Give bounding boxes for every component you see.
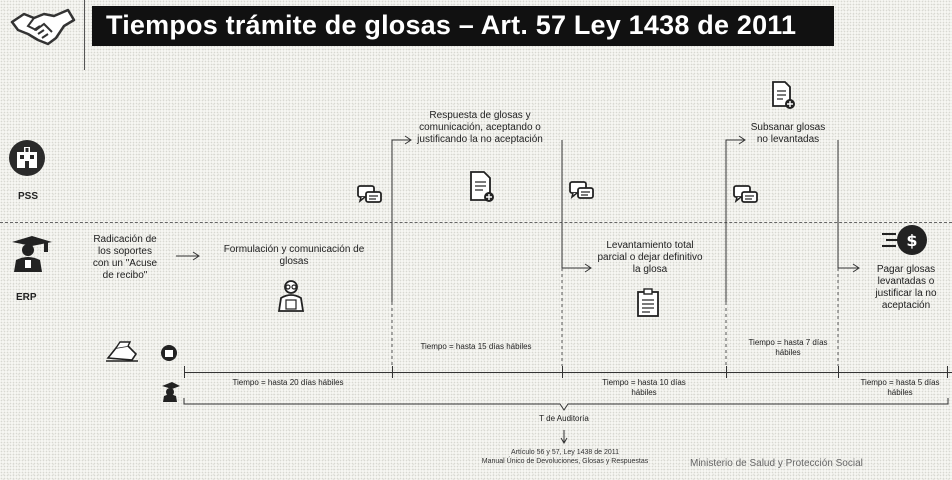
money-icon: $ [880,222,930,263]
document-add-icon [468,170,496,209]
time-label-10: Tiempo = hasta 10 días hábiles [602,378,686,397]
step-radicacion: Radicación de los soportes con un "Acuse… [92,234,158,281]
person-guard-icon [8,232,54,272]
timeline-tick [838,366,839,378]
time-label-20: Tiempo = hasta 20 días hábiles [232,378,344,387]
chat-icon [356,184,384,211]
chat-icon [568,180,596,207]
chat-icon [732,184,760,211]
timeline-tick [726,366,727,378]
timeline-axis [184,372,952,373]
total-time-label: T de Auditoría [539,414,589,423]
time-label-5: Tiempo = hasta 5 días hábiles [860,378,940,397]
step-respuesta: Respuesta de glosas y comunicación, acep… [417,110,543,145]
header-divider [84,0,85,70]
handshake-icon [8,4,78,52]
hand-document-icon [104,340,140,369]
clipboard-icon [636,288,660,323]
time-label-15: Tiempo = hasta 15 días hábiles [420,342,532,351]
page-title: Tiempos trámite de glosas – Art. 57 Ley … [92,6,834,46]
actor-erp-label: ERP [16,292,37,303]
actor-separator [0,222,952,223]
timeline-tick [392,366,393,378]
reference-note: Artículo 56 y 57, Ley 1438 de 2011 Manua… [481,449,649,465]
timeline-pss-icon [160,344,178,367]
step-pagar: Pagar glosas levantadas o justificar la … [875,264,937,311]
document-add-icon [770,80,796,115]
step-formulacion: Formulación y comunicación de glosas [223,244,365,267]
time-label-7: Tiempo = hasta 7 días hábiles [748,338,828,357]
timeline-tick [562,366,563,378]
ministry-footer: Ministerio de Salud y Protección Social [690,458,863,469]
svg-text:$: $ [906,231,917,250]
step-subsanar: Subsanar glosas no levantadas [750,122,826,145]
auditor-icon [276,278,306,317]
actor-pss-label: PSS [18,191,39,202]
hospital-icon [8,138,46,178]
timeline-erp-icon [160,380,182,407]
timeline-tick [184,366,185,378]
step-levantamiento: Levantamiento total parcial o dejar defi… [597,240,703,275]
timeline-tick [947,366,948,378]
